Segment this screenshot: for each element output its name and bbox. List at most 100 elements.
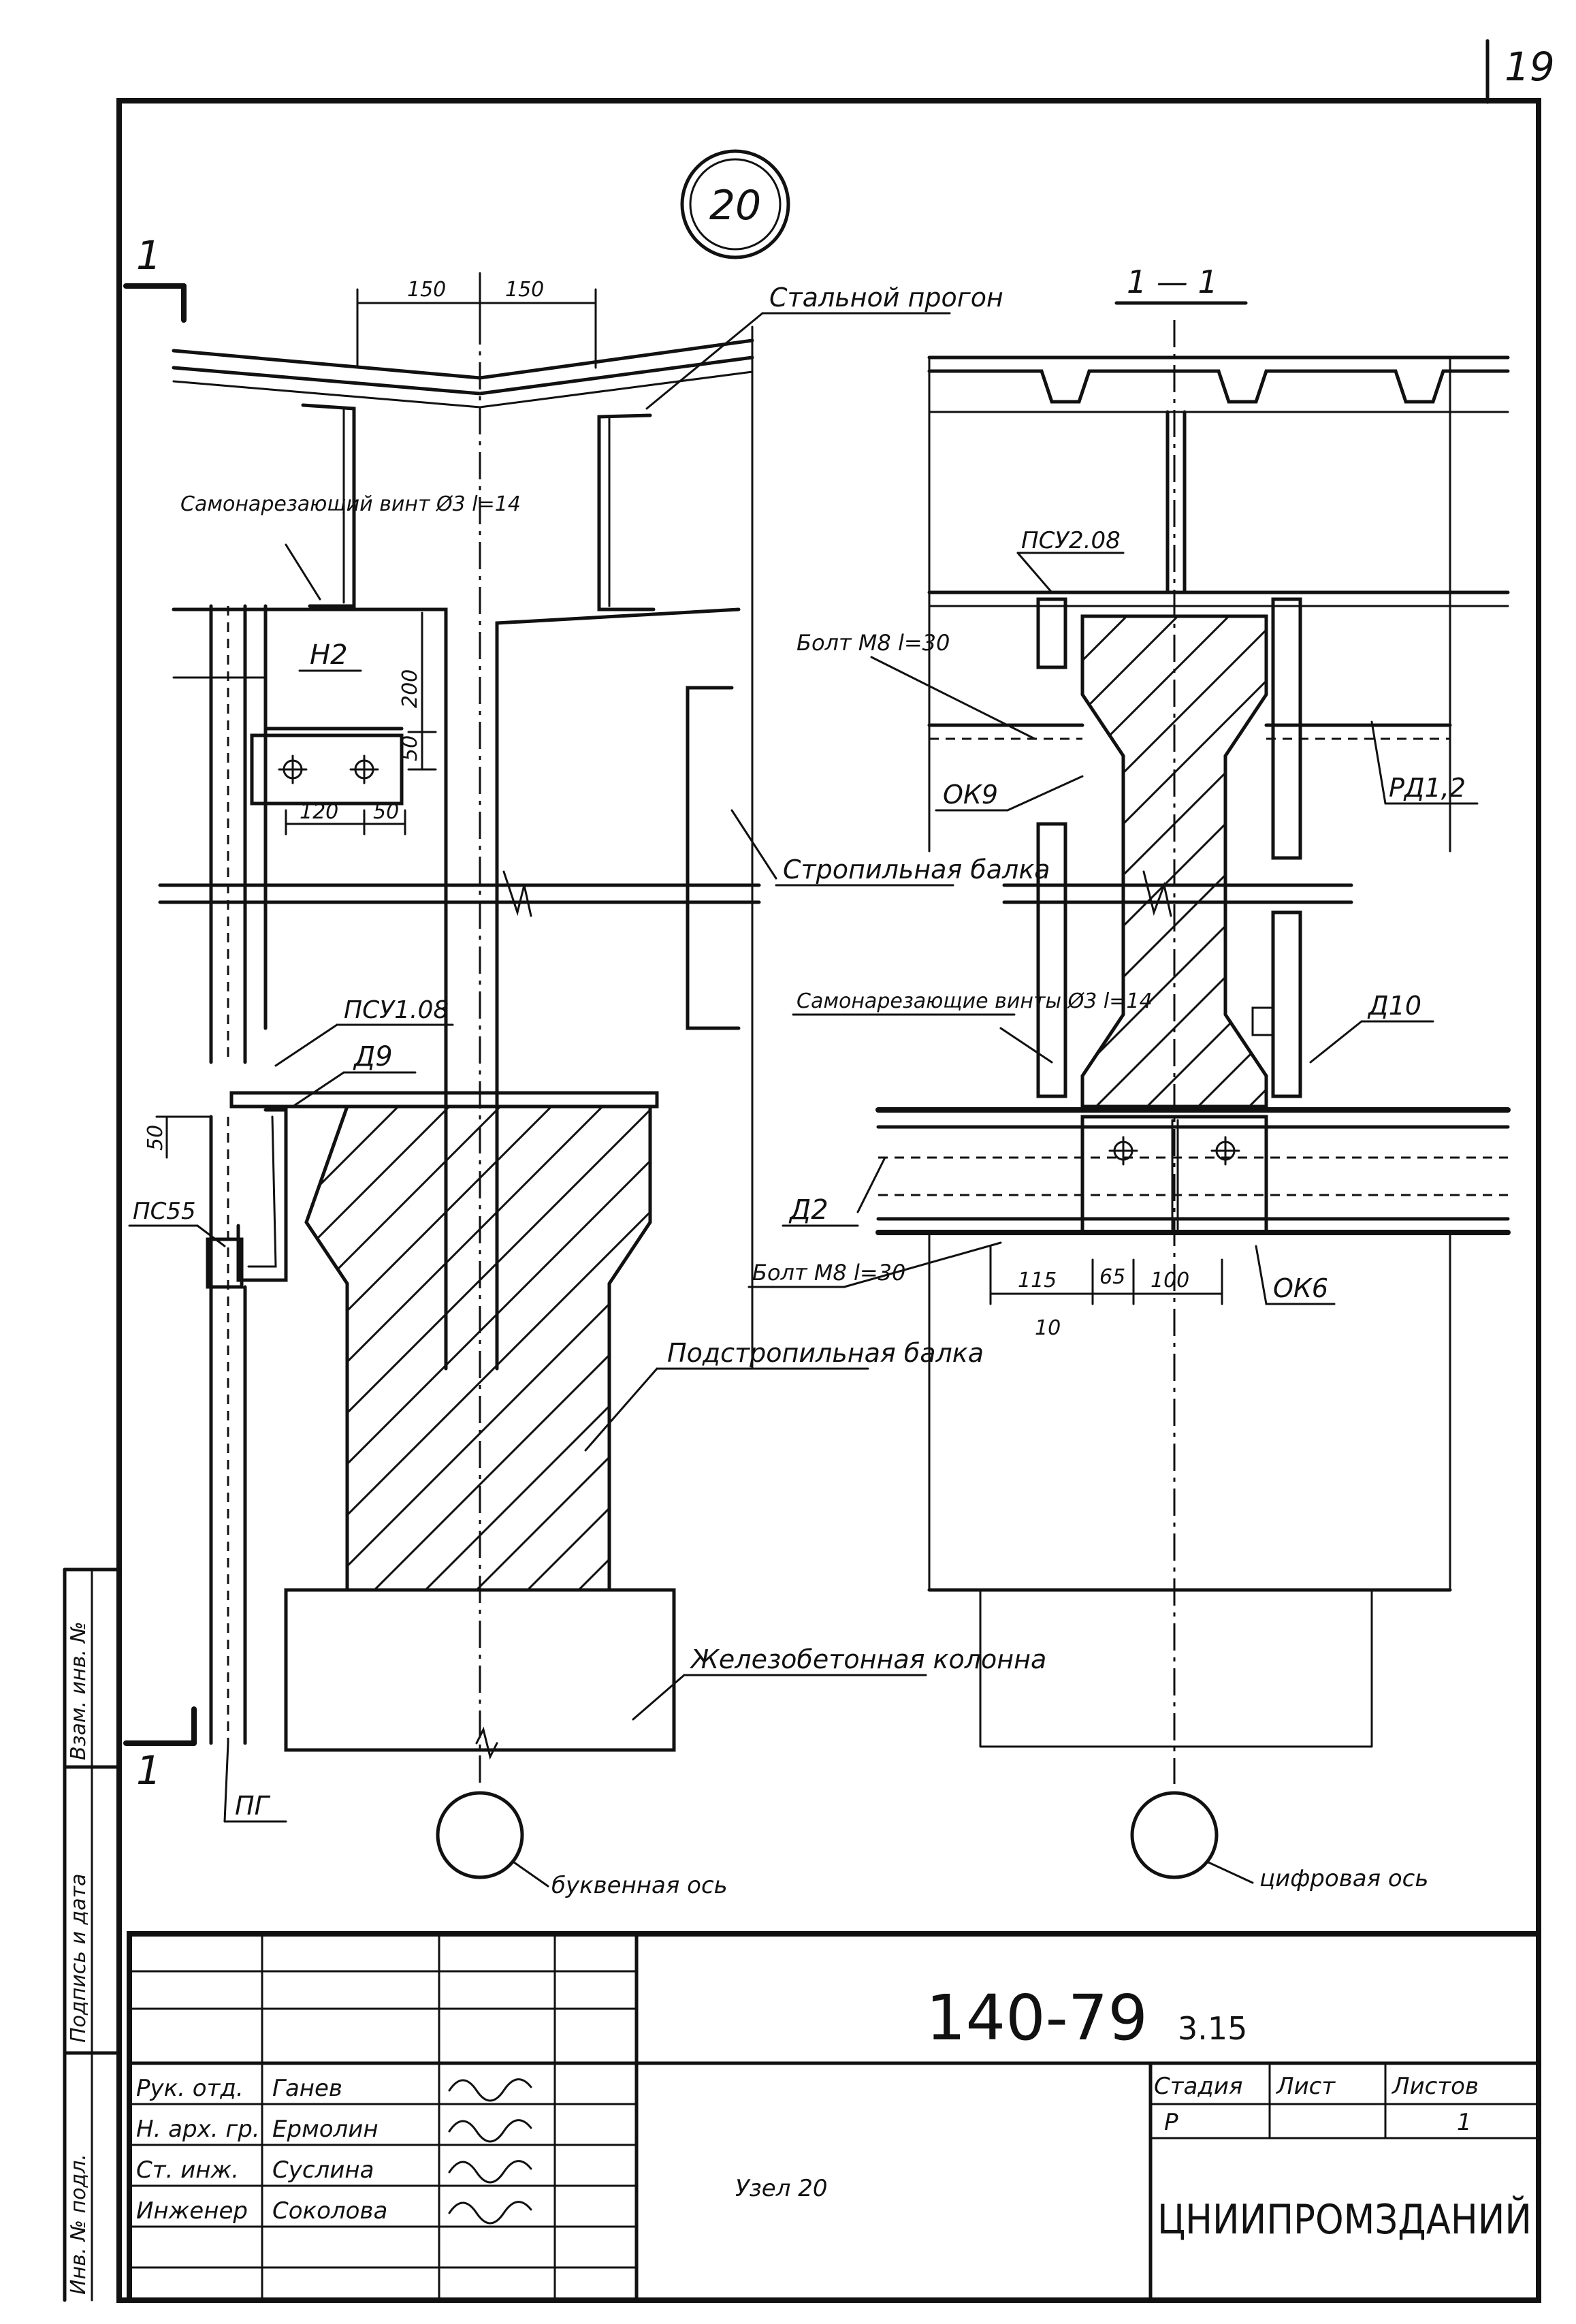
corner-post-left	[172, 604, 268, 1064]
dimension-120-50: 120 50	[285, 800, 406, 835]
signature-scribble	[448, 2078, 532, 2102]
dim-50-plate: 50	[398, 735, 422, 761]
label-sub-rafter-beam: Подстропильная балка	[667, 1338, 984, 1368]
dimension-200-50: 200 50	[398, 611, 437, 771]
leader-d9	[291, 1071, 345, 1108]
label-ps55: ПС55	[133, 1198, 196, 1225]
staff-name: Соколова	[272, 2197, 387, 2225]
stamp-inv-replaced: Взам. инв. №	[67, 1621, 91, 1760]
staff-role: Н. арх. гр.	[136, 2116, 260, 2143]
hatch-line	[1082, 616, 1266, 1107]
label-digital-axis: цифровая ось	[1259, 1865, 1428, 1892]
letter-axis-bubble	[436, 1791, 524, 1879]
section-marker-top-label: 1	[136, 232, 161, 278]
label-d10: Д10	[1367, 991, 1421, 1021]
label-screw-left: Самонарезающий винт Ø3 l=14	[180, 492, 521, 516]
hatch-line	[523, 1107, 650, 1590]
node-callout: 20	[680, 149, 790, 259]
leader-rafter-beam	[730, 809, 777, 880]
leader-ok9	[1006, 775, 1084, 812]
gusset-plates-right	[927, 597, 1452, 1098]
staff-role: Рук. отд.	[136, 2075, 244, 2102]
label-ok6: ОК6	[1273, 1273, 1328, 1303]
leader-bolt-bottom	[843, 1241, 1002, 1288]
leader-rc-column	[632, 1674, 686, 1721]
label-ok9: ОК9	[943, 780, 998, 810]
dimension-50-left: 50	[144, 1115, 212, 1159]
hatch-line	[1244, 616, 1266, 1107]
label-psu-1-08: ПСУ1.08	[344, 996, 449, 1024]
bracket-plate	[250, 618, 404, 806]
hatch-line	[306, 1107, 556, 1590]
dim-100: 100	[1151, 1269, 1189, 1292]
roof-deck-right	[927, 355, 1510, 413]
purlin-z-right	[597, 413, 656, 611]
title-block	[127, 1931, 1541, 2303]
label-rd12: РД1,2	[1389, 773, 1466, 803]
roof-deck-left	[172, 338, 754, 409]
leader-psu-1-08	[274, 1023, 338, 1067]
label-steel-purlin: Стальной прогон	[769, 283, 1003, 313]
staff-role: Ст. инж.	[136, 2156, 239, 2184]
hatch-line	[1082, 616, 1266, 1107]
break-line-left	[158, 870, 761, 917]
dim-50-left: 50	[144, 1125, 167, 1151]
dim-115: 115	[1018, 1269, 1057, 1292]
staff-name: Суслина	[272, 2156, 374, 2184]
stamp-signature-date: Подпись и дата	[67, 1874, 91, 2043]
leader-screw-left	[285, 543, 321, 601]
hatch-line	[1082, 616, 1266, 1107]
column-break-left	[475, 1726, 498, 1760]
hatch-line	[306, 1107, 650, 1590]
organization-name: ЦНИИПРОМЗДАНИЙ	[1157, 2195, 1532, 2244]
leader-rd12	[1370, 720, 1387, 805]
stage-value: Р	[1164, 2109, 1178, 2136]
hatch-line	[0, 1103, 300, 1593]
hatch-line	[306, 1107, 505, 1590]
leader-pg	[223, 1742, 229, 1823]
hatch-line	[1142, 616, 1266, 1107]
stage-header: Стадия	[1154, 2073, 1242, 2100]
bolt-icon	[278, 754, 308, 784]
drawing-title: Узел 20	[735, 2175, 828, 2202]
hatch-line	[319, 1107, 650, 1590]
bolt-icon	[1108, 1136, 1138, 1166]
hatch-line	[306, 1107, 403, 1590]
leader-sub-rafter-beam	[584, 1367, 658, 1452]
hatch-line	[306, 1107, 454, 1590]
label-letter-axis: буквенная ось	[551, 1872, 728, 1899]
section-title: 1 — 1	[1127, 264, 1218, 300]
leader-steel-purlin	[645, 312, 764, 410]
leader-letter-axis	[513, 1861, 549, 1888]
hatch-line	[472, 1107, 650, 1590]
staff-name: Ганев	[272, 2075, 342, 2102]
section-marker-bottom-label: 1	[136, 1747, 161, 1794]
dim-200: 200	[398, 669, 422, 708]
label-d9: Д9	[353, 1041, 393, 1072]
sheet-header: Лист	[1275, 2073, 1336, 2100]
document-code: 140-79	[926, 1981, 1148, 2054]
staff-role: Инженер	[136, 2197, 248, 2225]
hatch-line	[306, 1107, 607, 1590]
bolt-icon	[1210, 1136, 1240, 1166]
sub-beam-web-right	[927, 1231, 1452, 1748]
signature-scribble	[448, 2160, 532, 2184]
label-rc-column: Железобетонная колонна	[690, 1644, 1046, 1674]
dim-10: 10	[1035, 1316, 1061, 1340]
purlin-web-right	[927, 410, 1510, 607]
hatch-line	[1082, 616, 1266, 1107]
beam-d2	[875, 1107, 1511, 1235]
label-screws-right: Самонарезающие винты Ø3 l=14	[797, 989, 1153, 1013]
label-d2: Д2	[788, 1194, 829, 1226]
leader-screws-right	[999, 1027, 1053, 1064]
wall-panel-left	[209, 1115, 247, 1745]
leader-d2	[856, 1156, 886, 1213]
signature-scribble	[448, 2201, 532, 2225]
rc-column-left	[284, 1588, 676, 1752]
hatch-line	[1082, 616, 1234, 1107]
document-code-suffix: 3.15	[1178, 2010, 1247, 2047]
bolt-icon	[349, 754, 379, 784]
digital-axis-bubble	[1130, 1791, 1219, 1879]
label-bolt-top: Болт М8 l=30	[797, 630, 950, 656]
